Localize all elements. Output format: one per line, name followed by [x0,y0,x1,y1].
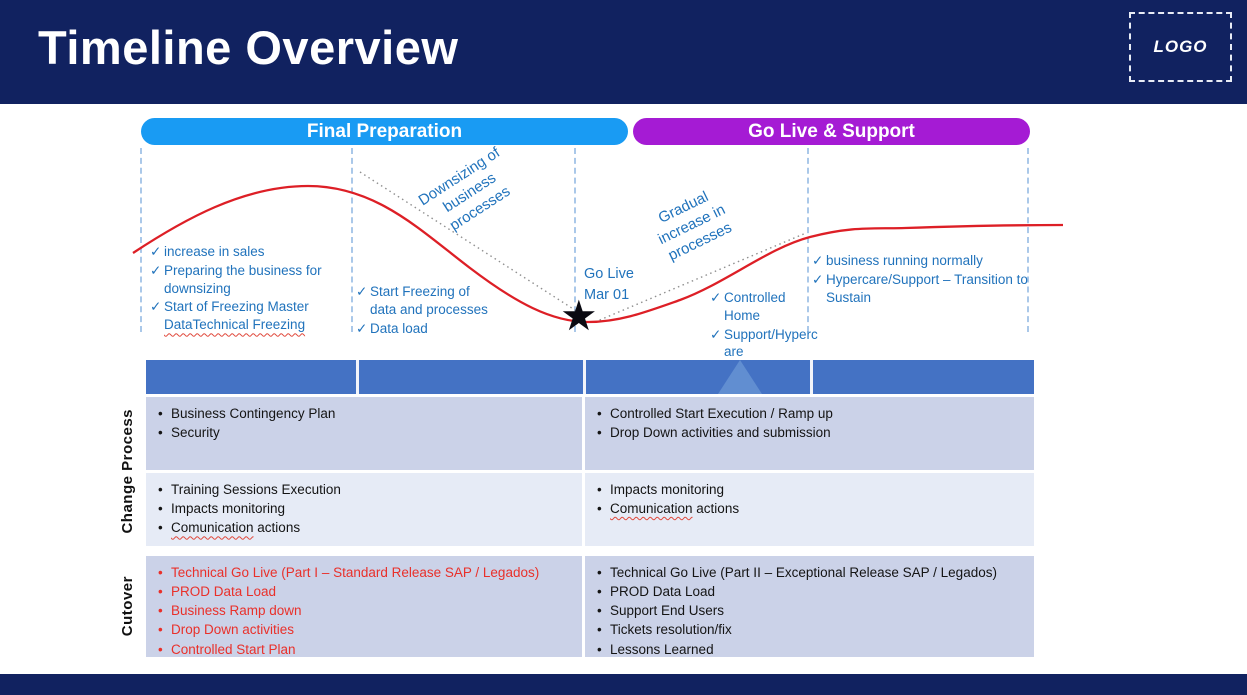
bullet-item: •Support End Users [597,601,1024,620]
bullet-icon: • [597,603,602,619]
checkmark-icon: ✓ [710,290,722,305]
table-row-change-process-2: •Training Sessions Execution•Impacts mon… [146,473,1034,546]
bullet-item: •Business Ramp down [158,601,572,620]
cell-go-live: •Impacts monitoring•Comunication actions [585,473,1034,546]
bullet-item: •Tickets resolution/fix [597,620,1024,639]
checkmark-icon: ✓ [812,271,824,287]
increase-dotted-line [594,232,807,323]
bullet-item: •Drop Down activities and submission [597,423,1024,442]
checkmark-icon: ✓ [356,320,368,336]
bullet-item: •Comunication actions [597,499,1024,518]
timeline-divider-4 [807,148,809,332]
table-row-cutover: •Technical Go Live (Part I – Standard Re… [146,556,1034,657]
checklist-item: ✓Start Freezing of data and processes [356,284,488,317]
checkmark-icon: ✓ [356,284,368,299]
logo-box: LOGO [1129,12,1232,82]
bullet-icon: • [597,565,602,580]
checklist-item: ✓Start of Freezing Master DataTechnical … [150,299,309,333]
checklist-item: ✓Hypercare/Support – Transition to Susta… [812,271,1028,305]
bullet-icon: • [158,520,163,536]
bullet-item: •Lessons Learned [597,640,1024,659]
cell-go-live: •Controlled Start Execution / Ramp up•Dr… [585,397,1034,470]
bullet-item: •Comunication actions [158,518,572,537]
business-activity-curve [132,184,1064,324]
bullet-icon: • [158,482,163,497]
timeline-divider-2 [351,148,353,332]
header-divider [583,360,586,394]
timeline-divider-5 [1027,148,1029,332]
bullet-item: •Impacts monitoring [158,499,572,518]
table-row-change-process-1: •Business Contingency Plan•Security •Con… [146,397,1034,470]
cell-final-prep: •Technical Go Live (Part I – Standard Re… [146,556,582,657]
timeline-curve-svg [132,171,1064,324]
bullet-item: •Drop Down activities [158,620,572,639]
phase-banner-final-preparation: Final Preparation [141,118,628,145]
bullet-icon: • [158,406,163,421]
bullet-item: •PROD Data Load [597,582,1024,601]
header-divider [356,360,359,394]
checklist-item: ✓Preparing the business for downsizing [150,262,322,296]
checklist-item: ✓Support/Hypercare [710,326,818,360]
bullet-icon: • [597,406,602,421]
bullet-item: •Controlled Start Execution / Ramp up [597,404,1024,423]
timeline-divider-1 [140,148,142,332]
bullet-icon: • [597,641,602,657]
table-header-row [146,360,1034,394]
checklist-item: ✓Controlled Home [710,290,786,323]
checkmark-icon: ✓ [710,326,722,342]
downsizing-dotted-line [359,171,579,313]
phase-banner-go-live-support: Go Live & Support [633,118,1030,145]
bullet-item: •Business Contingency Plan [158,404,572,423]
bullet-icon: • [158,565,163,580]
bullet-item: •Impacts monitoring [597,480,1024,499]
bullet-item: •Training Sessions Execution [158,480,572,499]
checkmark-icon: ✓ [150,262,162,278]
bullet-icon: • [597,584,602,600]
bullet-icon: • [597,501,602,517]
bullet-icon: • [597,425,602,441]
header-bar: Timeline Overview LOGO [0,0,1247,104]
bullet-item: •Technical Go Live (Part I – Standard Re… [158,563,572,582]
header-divider [810,360,813,394]
annotation-block-go-live-1: ✓Controlled Home✓Support/Hypercare [710,289,822,362]
go-live-star-icon: ★ [560,292,598,339]
bullet-item: •Technical Go Live (Part II – Exceptiona… [597,563,1024,582]
slide-title: Timeline Overview [38,21,459,74]
checklist-item: ✓business running normally [812,253,983,268]
bullet-icon: • [158,641,163,657]
bullet-icon: • [597,482,602,497]
checklist-item: ✓increase in sales [150,244,265,259]
go-live-milestone-label: Go Live Mar 01 [584,266,634,304]
cell-final-prep: •Training Sessions Execution•Impacts mon… [146,473,582,546]
bullet-item: •Security [158,423,572,442]
cell-go-live: •Technical Go Live (Part II – Exceptiona… [585,556,1034,657]
bullet-icon: • [158,603,163,619]
checkmark-icon: ✓ [150,299,162,315]
bullet-item: •Controlled Start Plan [158,640,572,659]
bullet-icon: • [597,622,602,638]
bullet-icon: • [158,622,163,638]
bullet-icon: • [158,584,163,600]
triangle-marker-icon [718,360,762,394]
annotation-block-final-prep-2: ✓Start Freezing of data and processes ✓Da… [356,283,491,338]
annotation-block-go-live-2: ✓business running normally ✓Hypercare/Sup… [812,252,1034,307]
cell-final-prep: •Business Contingency Plan•Security [146,397,582,470]
timeline-divider-3 [574,148,576,332]
logo-label: LOGO [1153,37,1208,56]
footer-bar [0,674,1247,695]
checkmark-icon: ✓ [150,244,162,259]
row-group-label-cutover: Cutover [118,576,136,637]
bullet-item: •PROD Data Load [158,582,572,601]
row-group-label-change-process: Change Process [118,409,136,534]
annotation-block-final-prep-1: ✓increase in sales ✓Preparing the busines… [150,243,340,335]
checklist-item: ✓Data load [356,320,428,336]
bullet-icon: • [158,425,163,441]
checkmark-icon: ✓ [812,253,824,268]
bullet-icon: • [158,501,163,517]
